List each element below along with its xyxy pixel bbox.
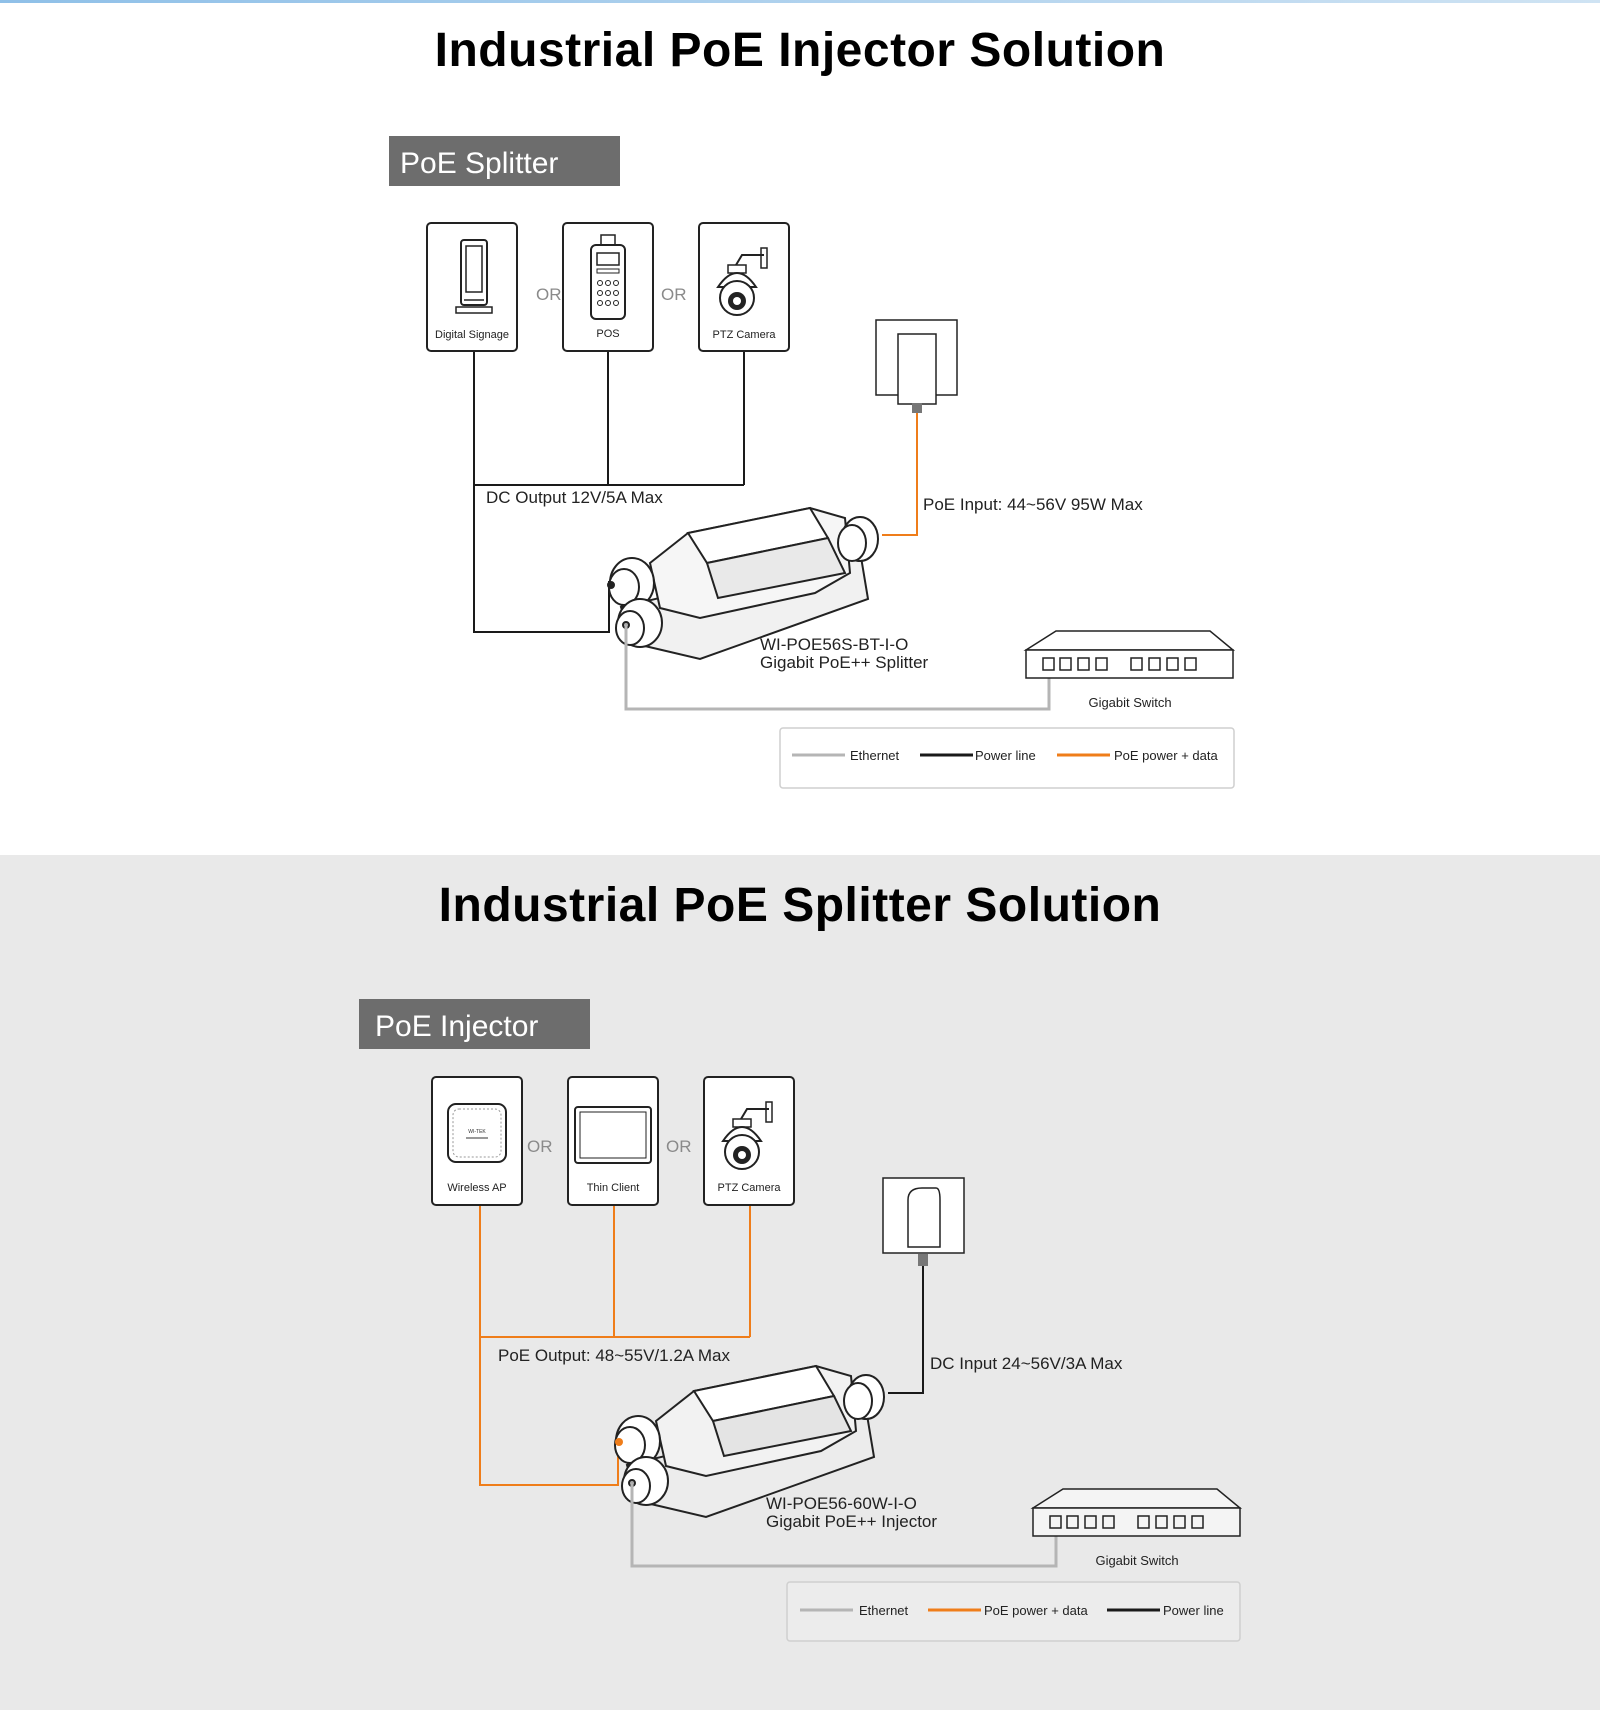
top-accent-bar (0, 0, 1600, 3)
gigabit-switch-icon (1023, 630, 1236, 679)
power-lines (473, 352, 745, 633)
badge-label: PoE Splitter (400, 147, 558, 180)
ptz-camera-icon (721, 1101, 773, 1170)
digital-signage-icon (455, 239, 493, 314)
device-label: Thin Client (587, 1182, 640, 1194)
product-model-label: WI-POE56-60W-I-O (766, 1494, 917, 1513)
gigabit-switch-icon (1030, 1488, 1243, 1537)
poe-input-line (882, 413, 918, 536)
line-legend: Ethernet PoE power + data Power line (786, 1581, 1241, 1642)
device-card-thin-client: Thin Client (567, 1076, 659, 1206)
device-card-wireless-ap: WI-TEK Wireless AP (431, 1076, 523, 1206)
injector-solution-section: Industrial PoE Injector Solution PoE Spl… (0, 3, 1600, 855)
dc-output-label: DC Output 12V/5A Max (486, 488, 663, 507)
device-card-ptz-camera: PTZ Camera (698, 222, 790, 352)
section-title: Industrial PoE Injector Solution (434, 24, 1166, 77)
ethernet-line (630, 1483, 1058, 1568)
device-label: Digital Signage (435, 329, 509, 341)
legend-poe: PoE power + data (984, 1603, 1088, 1618)
thin-client-icon (574, 1106, 652, 1164)
dc-input-line (888, 1266, 924, 1394)
splitter-device-icon (607, 506, 879, 661)
power-adapter-icon (875, 319, 958, 413)
or-separator: OR (661, 285, 687, 304)
poe-output-label: PoE Output: 48~55V/1.2A Max (498, 1346, 731, 1365)
ethernet-line (624, 625, 1051, 711)
switch-label: Gigabit Switch (1095, 1553, 1178, 1568)
ap-logo: WI-TEK (468, 1129, 486, 1135)
product-name-label: Gigabit PoE++ Injector (766, 1512, 937, 1531)
ptz-camera-icon (716, 247, 768, 316)
section-badge: PoE Injector (359, 999, 590, 1049)
wireless-ap-icon: WI-TEK (447, 1103, 507, 1163)
dc-input-label: DC Input 24~56V/3A Max (930, 1354, 1123, 1373)
legend-power-line: Power line (975, 748, 1036, 763)
splitter-diagram: PoE Splitter Digital Signage OR (389, 136, 1236, 789)
bottom-strip (0, 1710, 1600, 1725)
device-card-ptz-camera: PTZ Camera (703, 1076, 795, 1206)
legend-ethernet: Ethernet (859, 1603, 909, 1618)
or-separator: OR (536, 285, 562, 304)
power-adapter-icon (882, 1177, 965, 1266)
device-card-digital-signage: Digital Signage (426, 222, 518, 352)
or-separator: OR (666, 1137, 692, 1156)
line-legend: Ethernet Power line PoE power + data (779, 727, 1235, 789)
poe-output-lines (479, 1206, 751, 1486)
switch-label: Gigabit Switch (1088, 695, 1171, 710)
injector-diagram: PoE Injector WI-TEK Wireless AP OR Thin … (359, 999, 1243, 1642)
device-label: POS (596, 328, 619, 340)
product-model-label: WI-POE56S-BT-I-O (760, 635, 908, 654)
legend-power-line: Power line (1163, 1603, 1224, 1618)
device-label: Wireless AP (447, 1182, 506, 1194)
legend-ethernet: Ethernet (850, 748, 900, 763)
or-separator: OR (527, 1137, 553, 1156)
device-label: PTZ Camera (718, 1182, 782, 1194)
badge-label: PoE Injector (375, 1010, 538, 1043)
injector-device-icon (614, 1364, 885, 1519)
device-label: PTZ Camera (713, 329, 777, 341)
pos-terminal-icon (590, 234, 626, 320)
device-card-pos: POS (562, 222, 654, 352)
section-badge: PoE Splitter (389, 136, 620, 186)
legend-poe: PoE power + data (1114, 748, 1218, 763)
section-title: Industrial PoE Splitter Solution (438, 879, 1162, 932)
poe-input-label: PoE Input: 44~56V 95W Max (923, 495, 1143, 514)
splitter-solution-section: Industrial PoE Splitter Solution PoE Inj… (0, 855, 1600, 1710)
product-name-label: Gigabit PoE++ Splitter (760, 653, 929, 672)
